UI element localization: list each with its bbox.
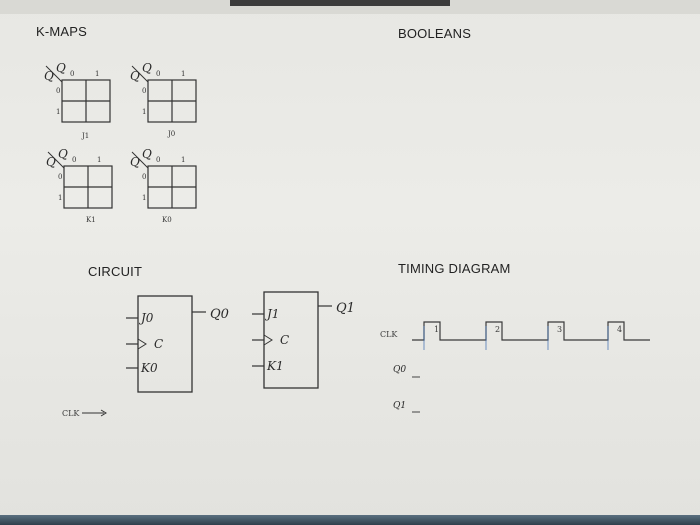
booleans-heading: BOOLEANS <box>398 26 472 41</box>
kmap-row0-label: 0 <box>142 87 146 95</box>
clk-input: CLK <box>62 409 107 418</box>
svg-text:Q: Q <box>56 61 66 75</box>
kmap-col1-label: 1 <box>181 156 185 164</box>
kmap-row0-label: 0 <box>56 87 60 95</box>
svg-text:Q: Q <box>44 69 54 83</box>
clk-waveform <box>412 321 650 341</box>
ff1-clk-pin: C <box>280 333 289 347</box>
svg-text:Q: Q <box>142 61 152 75</box>
kmap-row1-label: 1 <box>142 108 146 116</box>
kmap-j0-grid: Q Q 0 1 0 1 <box>130 61 197 123</box>
kmap-caption: K1 <box>86 216 96 224</box>
ff1-output-label: Q1 <box>336 301 355 316</box>
kmap-col0-label: 0 <box>70 70 74 78</box>
timing-diagram: CLK 1 2 3 4 Q0 Q1 <box>380 321 650 413</box>
kmap-row1-label: 1 <box>142 194 146 202</box>
top-edge <box>0 0 700 14</box>
kmap-k0: Q Q 0 1 0 1 K0 <box>126 146 206 226</box>
svg-text:Q: Q <box>142 147 152 161</box>
kmap-k0-grid: Q Q 0 1 0 1 <box>130 147 197 209</box>
kmap-row0-label: 0 <box>142 173 146 181</box>
ff0-clk-pin: C <box>154 337 163 351</box>
flip-flop-1: J1 C K1 Q1 <box>252 291 355 389</box>
ff1-k-pin: K1 <box>266 359 284 373</box>
kmap-col1-label: 1 <box>97 156 101 164</box>
svg-text:Q: Q <box>130 69 140 83</box>
kmap-col0-label: 0 <box>156 70 160 78</box>
ff0-output-label: Q0 <box>210 307 229 322</box>
top-dark-bar <box>230 0 450 6</box>
kmap-row1-label: 1 <box>56 108 60 116</box>
kmap-caption: J0 <box>168 130 176 138</box>
kmap-col1-label: 1 <box>95 70 99 78</box>
svg-text:Q: Q <box>58 147 68 161</box>
kmap-row0-label: 0 <box>58 173 62 181</box>
kmap-j1-grid: Q Q 0 1 0 1 <box>44 61 111 123</box>
timing-q0-label: Q0 <box>393 365 406 375</box>
kmap-col0-label: 0 <box>72 156 76 164</box>
ff1-j-pin: J1 <box>264 307 279 321</box>
svg-text:Q: Q <box>46 155 56 169</box>
timing-q1-label: Q1 <box>393 401 406 411</box>
kmap-j1: Q Q 0 1 0 1 J1 <box>40 60 120 140</box>
ff0-j-pin: J0 <box>138 311 154 325</box>
kmap-k1: Q Q 0 1 0 1 K1 <box>42 146 122 226</box>
svg-text:Q: Q <box>130 155 140 169</box>
bottom-edge <box>0 515 700 525</box>
kmaps-heading: K-MAPS <box>36 24 88 39</box>
pulse-label: 3 <box>557 325 562 334</box>
kmap-col0-label: 0 <box>156 156 160 164</box>
kmap-caption: J1 <box>82 132 90 140</box>
kmap-col1-label: 1 <box>181 70 185 78</box>
kmap-caption: K0 <box>162 216 172 224</box>
timing-clk-label: CLK <box>380 330 398 339</box>
flip-flop-0: J0 C K0 Q0 <box>126 295 229 393</box>
kmap-j0: Q Q 0 1 0 1 J0 <box>126 60 206 140</box>
circuit-heading: CIRCUIT <box>88 264 143 279</box>
pulse-label: 4 <box>617 325 622 334</box>
kmap-k1-grid: Q Q 0 1 0 1 <box>46 147 113 209</box>
ff0-k-pin: K0 <box>140 361 158 375</box>
clk-input-label: CLK <box>62 409 80 418</box>
kmap-row1-label: 1 <box>58 194 62 202</box>
timing-diagram-heading: TIMING DIAGRAM <box>398 261 511 276</box>
pulse-label: 1 <box>434 325 439 334</box>
pulse-label: 2 <box>495 325 500 334</box>
